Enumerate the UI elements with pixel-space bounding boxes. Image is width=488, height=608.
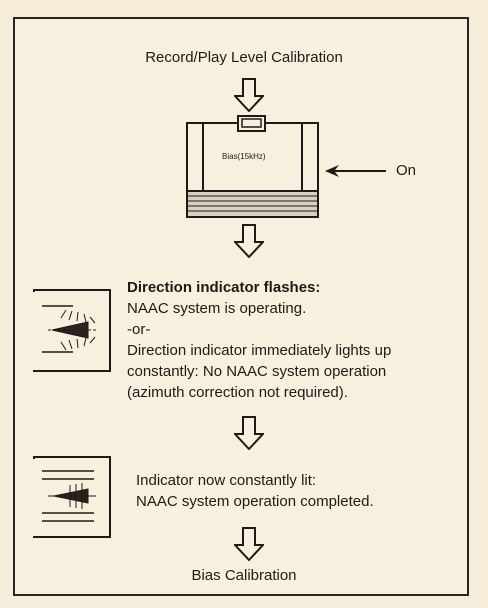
step-record-play-level-calibration: Record/Play Level Calibration — [145, 49, 343, 66]
direction-line-1: NAAC system is operating. — [127, 300, 307, 317]
down-arrow-icon — [234, 416, 264, 450]
direction-indicator-heading: Direction indicator flashes: — [127, 279, 321, 296]
down-arrow-icon — [234, 78, 264, 112]
flashing-direction-indicator-icon — [31, 289, 111, 372]
bias-button-label: Bias(15kHz) — [222, 152, 266, 161]
indicator-line-1: Indicator now constantly lit: — [136, 472, 317, 489]
on-label: On — [396, 162, 417, 179]
left-arrow-icon — [325, 165, 386, 177]
direction-line-2: -or- — [127, 321, 151, 338]
steady-direction-indicator-icon — [31, 456, 111, 538]
direction-line-3: Direction indicator immediately lights u… — [127, 342, 392, 359]
down-arrow-icon — [234, 224, 264, 258]
direction-line-4: constantly: No NAAC system operation — [127, 363, 387, 380]
direction-line-5: (azimuth correction not required). — [127, 384, 348, 401]
indicator-line-2: NAAC system operation completed. — [136, 493, 374, 510]
down-arrow-icon — [234, 527, 264, 561]
bias-button-icon — [186, 115, 319, 218]
step-bias-calibration: Bias Calibration — [191, 567, 297, 584]
